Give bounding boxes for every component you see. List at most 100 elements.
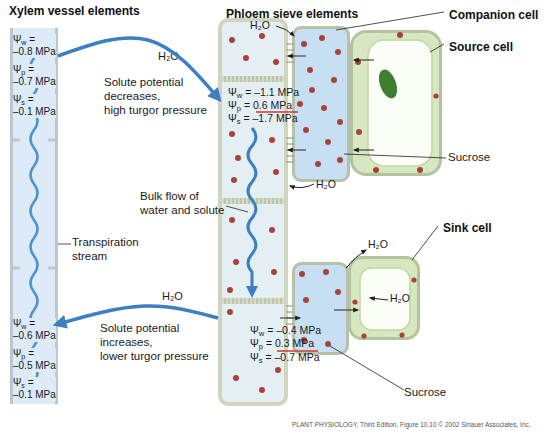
sucrose-dot — [335, 49, 341, 55]
text-part: H₂O — [368, 238, 388, 250]
sucrose-arrow — [354, 150, 374, 151]
text-part: high turgor pressure — [104, 104, 207, 116]
text-part: Solute potential — [100, 322, 179, 334]
text-part: lower turgor pressure — [100, 350, 209, 362]
sucrose-dot — [356, 129, 362, 135]
text-part: decreases, — [104, 90, 160, 102]
sucrose-dot — [259, 387, 265, 393]
text-part: Sucrose — [448, 151, 490, 163]
sucrose-dot — [355, 59, 361, 65]
sucrose-dot — [339, 365, 340, 366]
sucrose-dot — [235, 155, 241, 161]
sucrose-dot — [325, 341, 331, 347]
plasmodesma — [286, 323, 294, 324]
text-part: H₂O — [162, 290, 183, 302]
annotation: Transpiration stream — [72, 236, 139, 264]
sucrose-arrow — [280, 318, 300, 319]
edge-label: H₂O — [158, 50, 179, 63]
cell-heading: Companion cell — [449, 8, 538, 22]
plasmodesma — [286, 155, 294, 156]
plasmodesma — [286, 143, 294, 144]
highlight-underline — [277, 350, 318, 352]
leader-line — [226, 206, 248, 212]
text-part: Xylem vessel elements — [9, 4, 140, 18]
sucrose-dot — [301, 337, 307, 343]
sucrose-arrow — [354, 60, 374, 61]
phloem-sieve-tube: Phloem sieve elements — [218, 18, 288, 406]
water-flow-arrow — [58, 306, 218, 324]
leader-line — [412, 226, 438, 260]
sieve-plate — [222, 76, 284, 82]
chloroplast — [375, 67, 400, 101]
plasmodesma — [286, 149, 294, 150]
leader-lines — [58, 12, 446, 390]
sucrose-dot — [307, 67, 313, 73]
text-part: Solute potential — [104, 76, 183, 88]
text-part: Source cell — [449, 40, 513, 54]
cell-heading: Xylem vessel elements — [9, 4, 140, 18]
text-part: Phloem sieve elements — [226, 7, 358, 21]
cell-heading: Phloem sieve elements — [226, 7, 358, 21]
sucrose-dot — [337, 157, 343, 163]
sucrose-dot — [233, 259, 239, 265]
sucrose-dot — [301, 41, 307, 47]
sucrose-dot — [273, 169, 279, 175]
sucrose-dot — [231, 177, 237, 183]
bulk-flow-arrow — [248, 128, 256, 292]
sucrose-dot — [325, 139, 331, 145]
sucrose-dot — [275, 367, 281, 373]
sucrose-dot — [259, 33, 265, 39]
plasmodesma — [286, 137, 294, 138]
plasmodesma — [286, 49, 294, 50]
vacuole — [360, 268, 410, 330]
sucrose-arrow — [288, 56, 306, 57]
sucrose-dot — [331, 77, 337, 83]
sucrose-dot — [299, 271, 305, 277]
text-part: Sink cell — [443, 221, 492, 235]
companion-cell: Companion cell — [292, 26, 350, 182]
sucrose-dot — [309, 87, 315, 93]
sucrose-dot — [273, 59, 279, 65]
plasmodesma — [286, 161, 294, 162]
sieve-plates — [222, 76, 284, 304]
annotation: Bulk flow of water and solute — [140, 190, 224, 218]
annotation: Solute potential increases, lower turgor… — [100, 322, 209, 363]
text-part: Companion cell — [449, 8, 538, 22]
vacuole — [368, 40, 432, 166]
sucrose-dot — [297, 101, 303, 107]
cell-heading: Source cell — [449, 40, 513, 54]
sucrose-dot — [315, 161, 321, 167]
cell-heading: Sink cell — [443, 221, 492, 235]
plasmodesma — [286, 317, 294, 318]
perforation-plate — [48, 267, 58, 270]
sucrose-dot — [269, 137, 275, 143]
leader-line — [344, 154, 446, 158]
text-part: Bulk flow of — [140, 190, 199, 202]
credit-line: PLANT PHYSIOLOGY, Third Edition, Figure … — [292, 421, 531, 429]
sucrose-dot — [323, 269, 329, 275]
sucrose-dot — [352, 299, 357, 304]
sucrose-dot — [433, 93, 438, 98]
sucrose-label: Sucrose — [448, 151, 490, 165]
leader-line — [330, 346, 404, 390]
text-part: Sucrose — [404, 386, 446, 398]
perforation-plate — [10, 139, 20, 142]
plasmodesma — [286, 61, 294, 62]
sucrose-arrow — [288, 150, 306, 151]
sucrose-dot — [271, 269, 277, 275]
plasmodesma — [286, 311, 294, 312]
water-arrow — [290, 184, 314, 188]
xylem-plates — [10, 140, 58, 268]
source-cell: Source cell — [350, 30, 442, 176]
text-part: stream — [72, 250, 107, 262]
sucrose-dot — [269, 227, 275, 233]
transpiration-arrow — [31, 42, 38, 400]
sucrose-dot — [227, 309, 233, 315]
sieve-plate — [222, 298, 284, 304]
sucrose-dot — [243, 55, 249, 61]
sucrose-dot — [303, 127, 309, 133]
sucrose-dot — [229, 131, 235, 137]
text-part: water and solute — [140, 204, 224, 216]
sucrose-dot — [229, 37, 235, 43]
sucrose-dot — [233, 375, 239, 381]
